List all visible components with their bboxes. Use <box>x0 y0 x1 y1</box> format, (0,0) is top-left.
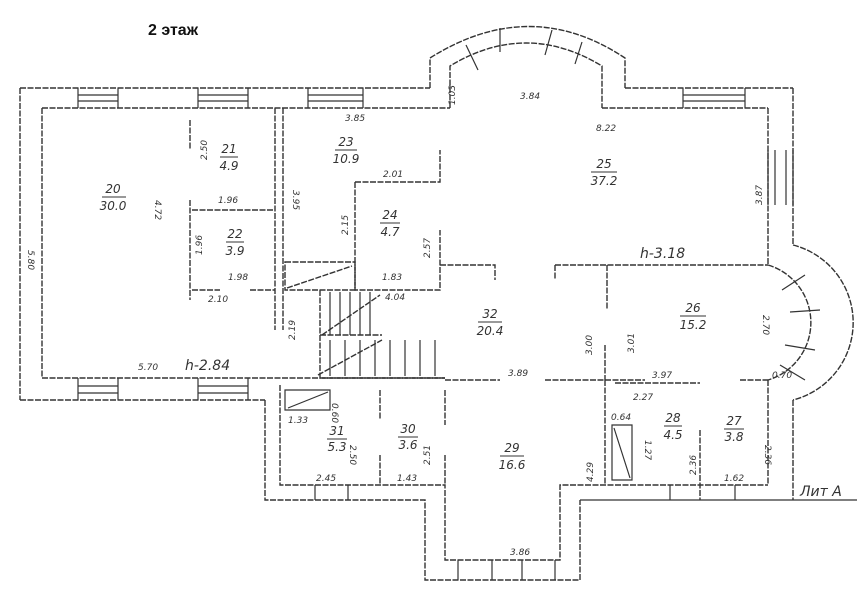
svg-text:2.57: 2.57 <box>423 238 433 258</box>
svg-text:2.10: 2.10 <box>208 295 228 305</box>
svg-text:2.27: 2.27 <box>633 393 653 403</box>
svg-text:2.45: 2.45 <box>316 474 336 484</box>
svg-text:2.51: 2.51 <box>423 445 433 465</box>
svg-text:3.6: 3.6 <box>398 438 417 452</box>
svg-text:3.00: 3.00 <box>585 335 595 355</box>
svg-text:1.27: 1.27 <box>642 440 652 460</box>
room-21: 214.9 <box>219 142 238 173</box>
svg-text:4.29: 4.29 <box>586 462 596 482</box>
svg-text:3.84: 3.84 <box>520 92 540 102</box>
svg-text:26: 26 <box>685 301 701 315</box>
svg-text:1.33: 1.33 <box>288 416 308 426</box>
svg-text:3.95: 3.95 <box>290 190 300 210</box>
svg-text:3.86: 3.86 <box>510 548 530 558</box>
room-20: 20 30.0 <box>100 182 127 213</box>
svg-text:2.19: 2.19 <box>288 320 298 340</box>
svg-text:3.97: 3.97 <box>652 371 672 381</box>
room-26: 26 15.2 <box>680 301 707 332</box>
ceiling-height-left: h-2.84 <box>185 358 230 374</box>
svg-text:1.62: 1.62 <box>724 474 744 484</box>
svg-text:4.5: 4.5 <box>663 428 682 442</box>
dimension-labels: 3.85 1.03 3.84 8.22 3.87 2.50 1.96 4.72 … <box>25 85 792 558</box>
svg-text:2.36: 2.36 <box>762 445 772 465</box>
room-25: 25 37.2 <box>591 157 618 188</box>
svg-text:4.04: 4.04 <box>385 293 405 303</box>
svg-text:20.4: 20.4 <box>477 324 504 338</box>
svg-text:1.96: 1.96 <box>218 196 238 206</box>
lit-label: Лит А <box>799 484 842 500</box>
svg-text:21: 21 <box>221 142 236 156</box>
svg-text:2.15: 2.15 <box>341 215 351 235</box>
svg-text:23: 23 <box>338 135 353 149</box>
svg-text:4.7: 4.7 <box>380 225 399 239</box>
room-30: 303.6 <box>398 422 418 452</box>
svg-text:1.98: 1.98 <box>228 273 248 283</box>
svg-text:3.87: 3.87 <box>755 185 765 205</box>
svg-text:1.83: 1.83 <box>382 273 402 283</box>
svg-text:22: 22 <box>227 227 242 241</box>
floor-title: 2 этаж <box>148 22 199 39</box>
svg-text:4.72: 4.72 <box>152 200 162 220</box>
svg-text:0.60: 0.60 <box>329 403 339 423</box>
room-27: 273.8 <box>724 414 744 444</box>
svg-text:1.43: 1.43 <box>397 474 417 484</box>
svg-text:0.64: 0.64 <box>611 413 631 423</box>
walls <box>19 25 857 581</box>
svg-text:25: 25 <box>596 157 611 171</box>
svg-text:29: 29 <box>504 441 519 455</box>
svg-text:8.22: 8.22 <box>596 124 616 134</box>
room-32: 32 20.4 <box>477 307 504 338</box>
svg-text:3.9: 3.9 <box>225 244 244 258</box>
svg-text:3.8: 3.8 <box>724 430 743 444</box>
ceiling-height-right: h-3.18 <box>640 246 685 262</box>
svg-text:28: 28 <box>665 411 681 425</box>
room-31: 315.3 <box>327 424 347 454</box>
svg-text:30: 30 <box>400 422 416 436</box>
room-24: 244.7 <box>380 208 400 239</box>
svg-text:24: 24 <box>382 208 397 222</box>
svg-text:32: 32 <box>482 307 497 321</box>
svg-text:30.0: 30.0 <box>100 199 127 213</box>
svg-text:3.01: 3.01 <box>627 333 637 353</box>
room-28: 284.5 <box>663 411 682 442</box>
svg-text:3.89: 3.89 <box>508 369 528 379</box>
svg-text:16.6: 16.6 <box>499 458 526 472</box>
svg-text:0.70: 0.70 <box>772 371 792 381</box>
svg-text:37.2: 37.2 <box>591 174 618 188</box>
svg-text:10.9: 10.9 <box>333 152 360 166</box>
svg-text:5.80: 5.80 <box>25 250 35 270</box>
svg-text:4.9: 4.9 <box>219 159 238 173</box>
svg-text:15.2: 15.2 <box>680 318 707 332</box>
svg-text:1.96: 1.96 <box>195 235 205 255</box>
svg-text:2.01: 2.01 <box>383 170 403 180</box>
svg-text:27: 27 <box>726 414 742 428</box>
svg-text:5.3: 5.3 <box>327 440 346 454</box>
svg-text:2.50: 2.50 <box>347 445 357 465</box>
svg-text:5.70: 5.70 <box>138 363 158 373</box>
windows <box>77 28 821 580</box>
svg-text:20: 20 <box>105 182 121 196</box>
svg-text:1.03: 1.03 <box>448 85 458 105</box>
svg-text:2.36: 2.36 <box>689 455 699 475</box>
svg-text:31: 31 <box>329 424 344 438</box>
svg-text:3.85: 3.85 <box>345 114 365 124</box>
room-23: 23 10.9 <box>333 135 360 166</box>
room-29: 29 16.6 <box>499 441 526 472</box>
svg-text:2.70: 2.70 <box>760 315 770 335</box>
room-22: 223.9 <box>225 227 244 258</box>
svg-text:2.50: 2.50 <box>200 140 210 160</box>
